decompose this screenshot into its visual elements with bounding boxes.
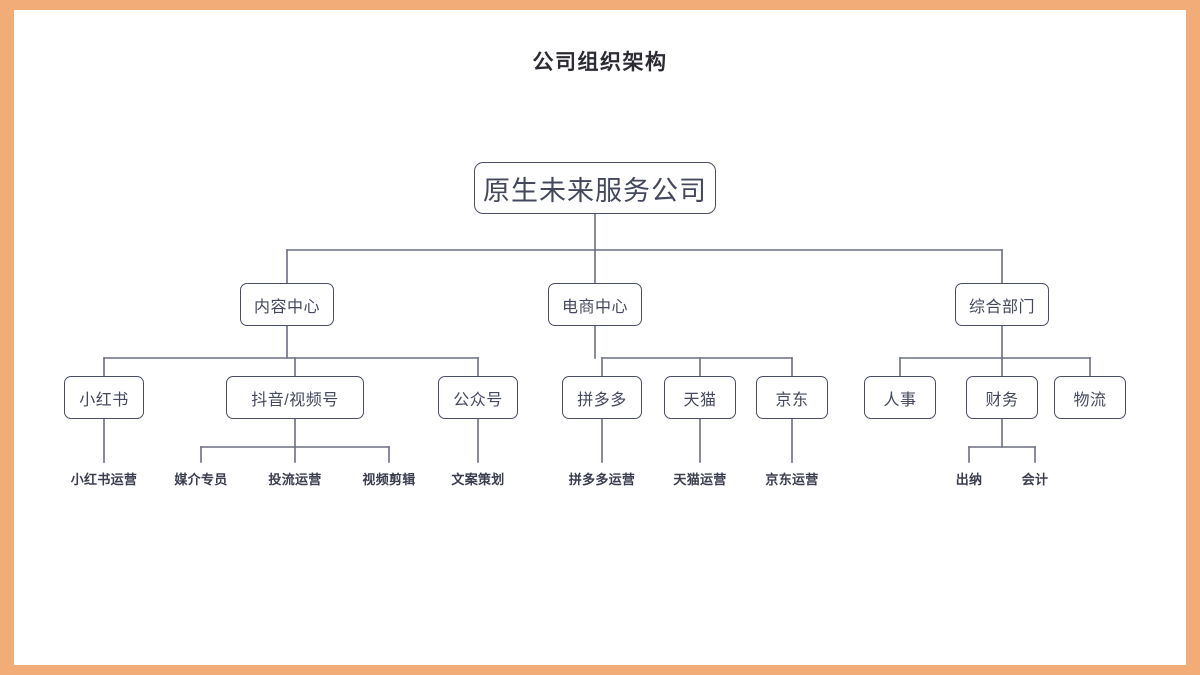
org-node-team-finance[interactable]: 财务 bbox=[966, 376, 1038, 419]
org-leaf-pinduoduo-operations[interactable]: 拼多多运营 bbox=[568, 472, 636, 487]
org-node-team-tmall[interactable]: 天猫 bbox=[664, 376, 736, 419]
org-node-team-hr[interactable]: 人事 bbox=[864, 376, 936, 419]
org-chart: 原生未来服务公司 内容中心 电商中心 综合部门 小红书 抖音/视频号 公众号 拼… bbox=[14, 10, 1186, 665]
org-leaf-xiaohongshu-operations[interactable]: 小红书运营 bbox=[70, 472, 138, 487]
page-title: 公司组织架构 bbox=[532, 51, 668, 74]
org-node-division-general-affairs[interactable]: 综合部门 bbox=[955, 283, 1049, 326]
org-leaf-jd-operations[interactable]: 京东运营 bbox=[765, 472, 819, 487]
connector-lines bbox=[103, 213, 1091, 463]
org-node-team-official-account[interactable]: 公众号 bbox=[438, 376, 518, 419]
org-leaf-media-specialist[interactable]: 媒介专员 bbox=[174, 472, 228, 487]
org-node-team-pinduoduo[interactable]: 拼多多 bbox=[562, 376, 642, 419]
org-leaf-traffic-operations[interactable]: 投流运营 bbox=[268, 472, 322, 487]
org-node-team-douyin-video[interactable]: 抖音/视频号 bbox=[226, 376, 364, 419]
org-node-division-ecommerce-center[interactable]: 电商中心 bbox=[548, 283, 642, 326]
org-node-team-xiaohongshu[interactable]: 小红书 bbox=[64, 376, 144, 419]
org-node-root[interactable]: 原生未来服务公司 bbox=[474, 162, 716, 214]
org-node-team-logistics[interactable]: 物流 bbox=[1054, 376, 1126, 419]
slide-page: 公司组织架构 bbox=[14, 10, 1186, 665]
org-node-team-jd[interactable]: 京东 bbox=[756, 376, 828, 419]
org-leaf-cashier[interactable]: 出纳 bbox=[955, 472, 983, 487]
org-node-division-content-center[interactable]: 内容中心 bbox=[240, 283, 334, 326]
org-leaf-copywriting-planning[interactable]: 文案策划 bbox=[451, 472, 505, 487]
org-leaf-accountant[interactable]: 会计 bbox=[1021, 472, 1049, 487]
org-leaf-video-editing[interactable]: 视频剪辑 bbox=[362, 472, 416, 487]
org-leaf-tmall-operations[interactable]: 天猫运营 bbox=[673, 472, 727, 487]
